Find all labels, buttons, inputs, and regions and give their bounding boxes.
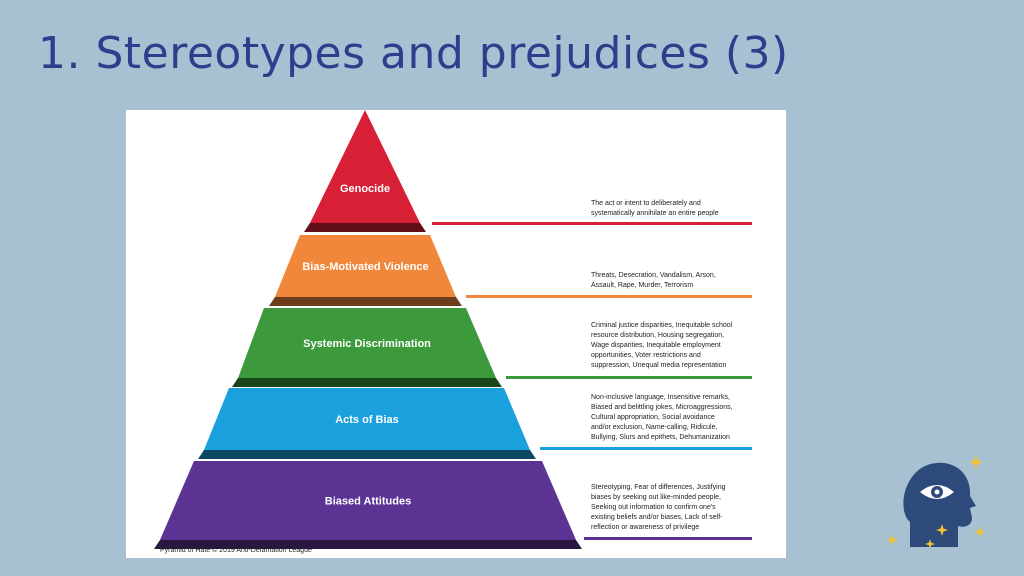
tier-description-line: reflection or awareness of privilege	[591, 524, 699, 531]
tier-description-line: opportunities, Voter restrictions and	[591, 352, 701, 359]
tier-description-line: Cultural appropriation, Social avoidance	[591, 414, 715, 421]
eye-highlight	[934, 489, 940, 495]
tier-description-line: Bullying, Slurs and epithets, Dehumaniza…	[591, 434, 730, 441]
tier-description-line: and/or exclusion, Name-calling, Ridicule…	[591, 424, 718, 431]
tier-description-line: systematically annihilate an entire peop…	[591, 210, 719, 217]
tier-description-line: resource distribution, Housing segregati…	[591, 332, 724, 339]
tier-description-line: Biased and belittling jokes, Microaggres…	[591, 404, 733, 411]
star-icon	[969, 455, 983, 469]
tier-description-line: Stereotyping, Fear of differences, Justi…	[591, 484, 726, 491]
tier-connector-line	[506, 376, 752, 379]
pyramid-tier-ledge	[154, 540, 582, 549]
tier-description-line: The act or intent to deliberately and	[591, 200, 701, 207]
tier-description-line: Assault, Rape, Murder, Terrorism	[591, 282, 693, 289]
tier-description-line: Wage disparities, Inequitable employment	[591, 342, 721, 349]
tier-description-line: Non-inclusive language, Insensitive rema…	[591, 394, 730, 401]
pyramid-tier-label: Biased Attitudes	[325, 496, 411, 508]
star-icon	[936, 524, 948, 536]
tier-connector-line	[432, 222, 752, 225]
tier-description-line: suppression, Unequal media representatio…	[591, 362, 727, 369]
pyramid-tier-ledge	[198, 450, 536, 459]
pyramid-tier	[204, 388, 530, 450]
star-icon	[925, 539, 935, 549]
head-with-eye-logo-icon	[886, 455, 986, 549]
pyramid-tier	[238, 308, 496, 378]
pyramid-tier-label: Bias-Motivated Violence	[302, 261, 428, 273]
pyramid-tier-label: Acts of Bias	[335, 414, 399, 426]
tier-connector-line	[540, 447, 752, 450]
pyramid-tier-ledge	[304, 223, 426, 232]
star-icon	[974, 526, 986, 538]
tier-description-line: existing beliefs and/or biases, Lack of …	[591, 514, 723, 521]
pyramid-tier	[275, 235, 456, 297]
tier-description-line: Criminal justice disparities, Inequitabl…	[591, 322, 733, 329]
pyramid-tier-label: Systemic Discrimination	[303, 338, 431, 350]
tier-connector-line	[584, 537, 752, 540]
head-silhouette	[903, 462, 976, 547]
pyramid-tier-ledge	[269, 297, 462, 306]
tier-connector-line	[466, 295, 752, 298]
star-icon	[886, 534, 898, 546]
tier-description-line: Seeking out information to confirm one's	[591, 504, 716, 511]
pyramid-tier	[310, 110, 420, 223]
tier-description-line: biases by seeking out like-minded people…	[591, 494, 721, 501]
figure-caption: Pyramid of Hate © 2019 Anti-Defamation L…	[160, 547, 312, 554]
pyramid-tier	[160, 461, 576, 540]
slide-title: 1. Stereotypes and prejudices (3)	[38, 28, 789, 79]
pyramid-tier-label: Genocide	[340, 183, 390, 195]
pyramid-tier-ledge	[232, 378, 502, 387]
tier-description-line: Threats, Desecration, Vandalism, Arson,	[591, 272, 716, 279]
